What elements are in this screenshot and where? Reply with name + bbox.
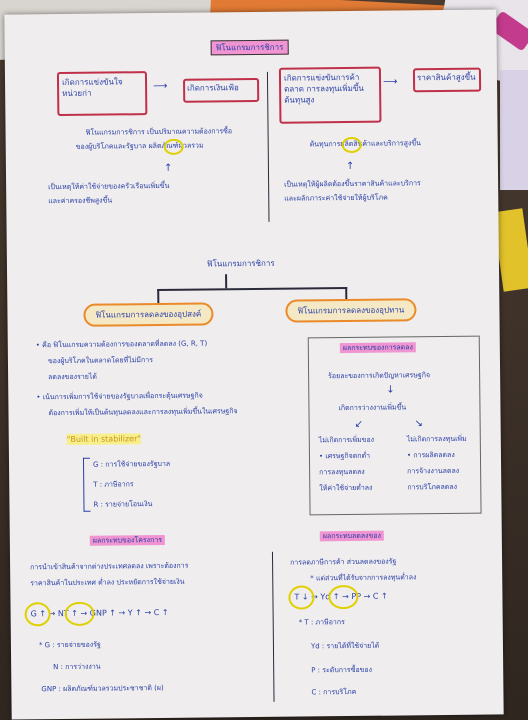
- bl-note-1: การนำเข้าสินค้าจากต่างประเทศลดลง เพราะต้…: [30, 561, 189, 572]
- down-arrow-icon: ↓: [386, 384, 395, 396]
- bracket: [82, 457, 91, 512]
- mid-note-5: ต้องการเพิ่มให้เป็นต้นทุนลดลงและการลงทุน…: [48, 407, 238, 418]
- branch-left-pill: ฟิโนแกรมการลดลงของอุปสงค์: [83, 302, 214, 327]
- tree-branch: [157, 287, 348, 292]
- highlight-circle: [341, 136, 362, 154]
- list-t: T : ภาษีอากร: [93, 480, 134, 489]
- bottom-left-title: ผลกระทบของโครงการ: [89, 534, 166, 546]
- side-line-1: ร้อยละของการเกิดปัญหาเศรษฐกิจ: [328, 371, 431, 381]
- left-explain-3: เป็นเหตุให้ค่าใช้จ่ายของครัวเรือนเพิ่มขึ…: [48, 181, 170, 192]
- side-4c: การจ้างงานลดลง: [407, 466, 460, 476]
- side-4a: ไม่เกิดการลงทุนเพิ่ม: [406, 434, 467, 444]
- right-explain-3: และผลักภาระค่าใช้จ่ายให้ผู้บริโภค: [284, 193, 388, 203]
- built-in-stabilizer: "Built in stabilizer": [66, 433, 142, 445]
- tree-root-label: ฟิโนแกรมการชิการ: [206, 258, 275, 269]
- highlight-circle: [64, 601, 95, 626]
- left-explain-2: ของผู้บริโภคและรัฐบาล ผลิตภัณฑ์มวลรวม: [75, 141, 204, 151]
- highlight-circle: [288, 585, 315, 610]
- mid-note-1: • คือ ฟิโนแกรมความต้องการของตลาดที่ลดลง …: [35, 339, 208, 350]
- br-note-1: การลดภาษีการค้า ส่วนลดลงของรัฐ: [290, 557, 397, 567]
- branch-right-pill: ฟิโนแกรมการลดลงของอุปทาน: [285, 298, 417, 323]
- side-4b: • การผลิตลดลง: [406, 450, 455, 460]
- left-cause-box: เกิดการแข่งขันใจ หน่วยก่า: [56, 71, 148, 117]
- mid-note-4: • เน้นการเพิ่มการใช้จ่ายของรัฐบาลเพื่อกร…: [36, 391, 203, 402]
- divider-line: [266, 71, 270, 222]
- side-3d: ให้ค่าใช้จ่ายต่ำลง: [319, 483, 373, 493]
- side-line-2: เกิดการว่างงานเพิ่มขึ้น: [338, 403, 407, 413]
- side-title: ผลกระทบของการลดลง: [339, 342, 416, 354]
- list-r: R : รายจ่ายโอนเงิน: [93, 500, 153, 509]
- divider-line: [271, 551, 275, 702]
- down-arrow-icon: ↙: [354, 418, 364, 430]
- highlight-circle: [24, 602, 51, 627]
- bl-g: * G : รายจ่ายของรัฐ: [38, 640, 101, 650]
- page-title: ฟิโนแกรมการชิการ: [210, 39, 289, 56]
- list-g: G : การใช้จ่ายของรัฐบาล: [92, 459, 171, 469]
- up-arrow-icon: ↑: [345, 160, 355, 173]
- arrow-icon: ⟶: [382, 76, 398, 88]
- br-t: * T : ภาษีอากร: [298, 618, 345, 627]
- right-cause-box: เกิดการแข่งขันการค้า ตลาด การลงทุนเพิ่มข…: [278, 66, 382, 124]
- up-arrow-icon: ↑: [163, 162, 173, 174]
- bl-flow: G ↑ → NT ↑ → GNP ↑ → Y ↑ → C ↑: [30, 607, 169, 619]
- arrow-icon: ⟶: [153, 80, 168, 93]
- side-3b: • เศรษฐกิจตกต่ำ: [318, 451, 371, 461]
- br-p: P : ระดับการซื้อของ: [311, 665, 373, 675]
- br-c: C : การบริโภค: [311, 687, 357, 697]
- notebook-page: ฟิโนแกรมการชิการ เกิดการแข่งขันใจ หน่วยก…: [4, 9, 504, 720]
- side-3c: การลงทุนลดลง: [319, 467, 365, 477]
- mid-note-3: ลดลงของรายได้: [48, 372, 97, 382]
- tree-branch-left: [157, 288, 160, 304]
- side-4d: การบริโภคลดลง: [407, 482, 458, 492]
- stationery-item: [500, 70, 528, 190]
- tree-stem: [225, 274, 228, 289]
- br-note-2: * แต่ส่วนที่ได้รับจากการลงทุนต่ำลง: [310, 573, 417, 583]
- mid-note-2: ของผู้บริโภคในตลาดโดยที่ไม่มีการ: [47, 356, 153, 366]
- right-explain-1: ต้นทุนการผลิตสินค้าและบริการสูงขึ้น: [309, 139, 421, 149]
- right-result-box: ราคาสินค้าสูงขึ้น: [412, 67, 482, 93]
- right-explain-2: เป็นเหตุให้ผู้ผลิตต้องขึ้นราคาสินค้าและบ…: [284, 179, 421, 189]
- left-explain-1: ฟิโนแกรมการชิการ เป็นปริมาณความต้องการซื…: [85, 127, 233, 137]
- highlight-circle: [328, 584, 359, 610]
- highlight-circle: [163, 138, 184, 155]
- bottom-right-title: ผลกระทบลดลงของ: [319, 530, 385, 542]
- left-explain-4: และค่าครองชีพสูงขึ้น: [48, 196, 113, 206]
- br-yd: Yd : รายได้ที่ใช้จ่ายได้: [310, 641, 380, 651]
- left-result-box: เกิดการเงินเฟ้อ: [183, 77, 260, 103]
- down-arrow-icon: ↘: [414, 418, 424, 430]
- side-3a: ไม่เกิดการเพิ่มของ: [318, 435, 375, 445]
- bl-n: N : การว่างงาน: [53, 662, 101, 672]
- bl-note-2: ราคาสินค้าในประเทศ ต่ำลง ประหยัดการใช้จ่…: [30, 577, 185, 588]
- bl-gnp: GNP : ผลิตภัณฑ์มวลรวมประชาชาติ (ผ): [41, 683, 164, 694]
